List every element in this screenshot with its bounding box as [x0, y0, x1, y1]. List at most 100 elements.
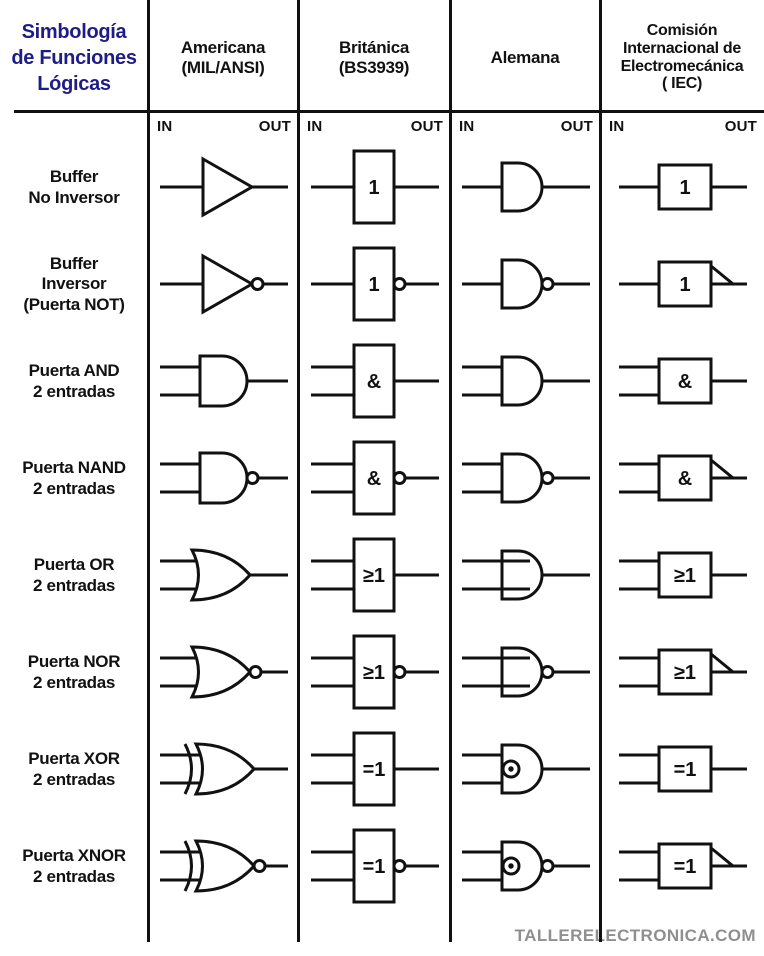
header-line: Británica	[338, 37, 410, 57]
row-label-line: 2 entradas	[32, 575, 116, 595]
io-label-in: IN	[307, 117, 323, 135]
header-col-americana: Americana (MIL/ANSI)	[148, 0, 298, 113]
gate-symbol-svg	[160, 451, 288, 505]
header-col-iec: Comisión Internacional de Electromecánic…	[600, 0, 764, 113]
header-line: Americana	[180, 37, 266, 57]
gate-symbol-svg	[160, 253, 288, 315]
symbol-cell-alemana-xor	[450, 721, 600, 818]
gate-symbol-svg: =1	[311, 731, 439, 807]
io-band-spacer	[0, 113, 148, 139]
gate-symbol-svg: ≥1	[619, 551, 747, 599]
gate-symbol-svg: 1	[311, 246, 439, 322]
io-band-americana: IN OUT	[148, 113, 298, 139]
row-label-line: (Puerta NOT)	[23, 294, 125, 314]
symbol-cell-alemana-buffer	[450, 139, 600, 236]
row-label-line: Puerta AND	[28, 361, 120, 381]
header-line: (MIL/ANSI)	[181, 57, 265, 77]
symbol-cell-americana-or	[148, 527, 298, 624]
svg-text:≥1: ≥1	[363, 565, 385, 587]
symbol-cell-americana-xor	[148, 721, 298, 818]
io-band-alemana: IN OUT	[450, 113, 600, 139]
gate-symbol-svg	[462, 355, 590, 407]
io-label-in: IN	[459, 117, 475, 135]
symbol-cell-iec-buffer: 1	[600, 139, 764, 236]
row-label-line: 2 entradas	[32, 866, 116, 886]
header-line: Internacional de	[623, 39, 741, 57]
gate-symbol-svg: &	[619, 454, 747, 502]
gate-symbol-svg	[160, 156, 288, 218]
header-line: ( IEC)	[662, 75, 702, 93]
gate-symbol-svg: 1	[311, 149, 439, 225]
symbol-cell-iec-nor: ≥1	[600, 624, 764, 721]
row-label-or: Puerta OR 2 entradas	[0, 527, 148, 624]
row-label-xnor: Puerta XNOR 2 entradas	[0, 818, 148, 915]
symbol-cell-alemana-xnor	[450, 818, 600, 915]
symbol-cell-alemana-or	[450, 527, 600, 624]
row-label-line: Puerta XNOR	[22, 846, 126, 866]
svg-text:=1: =1	[363, 759, 386, 781]
row-label-line: Puerta NAND	[22, 458, 126, 478]
symbol-cell-alemana-and	[450, 333, 600, 430]
io-label-out: OUT	[410, 117, 443, 135]
symbol-cell-americana-nor	[148, 624, 298, 721]
gate-symbol-svg	[462, 549, 590, 601]
symbol-cell-americana-and	[148, 333, 298, 430]
symbol-cell-iec-or: ≥1	[600, 527, 764, 624]
symbol-cell-americana-buffer	[148, 139, 298, 236]
symbol-cell-alemana-not	[450, 236, 600, 333]
symbol-cell-americana-xnor	[148, 818, 298, 915]
svg-text:&: &	[678, 371, 692, 393]
gate-symbol-svg: &	[311, 440, 439, 516]
gate-symbol-svg: 1	[619, 163, 747, 211]
page-title: Simbología de Funciones Lógicas	[0, 0, 148, 113]
row-label-line: No Inversor	[28, 187, 120, 207]
gate-symbol-svg: =1	[619, 745, 747, 793]
gate-symbol-svg: &	[311, 343, 439, 419]
svg-text:=1: =1	[363, 856, 386, 878]
symbol-cell-britanica-or: ≥1	[298, 527, 450, 624]
symbol-cell-iec-and: &	[600, 333, 764, 430]
io-label-out: OUT	[560, 117, 593, 135]
row-label-line: 2 entradas	[32, 381, 116, 401]
row-label-line: Puerta XOR	[28, 749, 120, 769]
gate-symbol-svg	[160, 548, 288, 602]
row-label-line: 2 entradas	[32, 672, 116, 692]
row-label-and: Puerta AND 2 entradas	[0, 333, 148, 430]
row-label-line: Buffer	[49, 253, 99, 273]
symbol-cell-britanica-xnor: =1	[298, 818, 450, 915]
svg-text:1: 1	[368, 274, 379, 296]
gate-symbol-svg	[160, 354, 288, 408]
column-divider	[147, 0, 150, 942]
gate-symbol-svg	[160, 742, 288, 796]
header-line: Electromecánica	[620, 57, 744, 75]
gate-symbol-svg	[462, 452, 590, 504]
header-divider	[14, 110, 764, 113]
svg-text:≥1: ≥1	[674, 565, 696, 587]
header-line: (BS3939)	[338, 57, 410, 77]
symbol-cell-britanica-and: &	[298, 333, 450, 430]
svg-text:≥1: ≥1	[674, 662, 696, 684]
row-label-line: Inversor	[41, 274, 107, 294]
svg-text:&: &	[367, 468, 381, 490]
row-label-nand: Puerta NAND 2 entradas	[0, 430, 148, 527]
io-band-iec: IN OUT	[600, 113, 764, 139]
header-line: Alemana	[490, 47, 560, 67]
svg-text:≥1: ≥1	[363, 662, 385, 684]
io-label-in: IN	[609, 117, 625, 135]
watermark-text: TALLERELECTRONICA.COM	[514, 925, 756, 945]
header-col-alemana: Alemana	[450, 0, 600, 113]
watermark-credit: TALLERELECTRONICA.COM	[0, 915, 764, 956]
row-label-line: Puerta NOR	[27, 652, 121, 672]
symbol-cell-americana-nand	[148, 430, 298, 527]
gate-symbol-svg: 1	[619, 260, 747, 308]
symbol-cell-iec-not: 1	[600, 236, 764, 333]
symbol-cell-britanica-xor: =1	[298, 721, 450, 818]
page-title-line: Simbología	[21, 20, 127, 43]
gate-symbol-svg	[160, 839, 288, 893]
symbol-cell-americana-not	[148, 236, 298, 333]
symbology-grid: Simbología de Funciones Lógicas American…	[0, 0, 764, 915]
svg-text:&: &	[367, 371, 381, 393]
column-divider	[599, 0, 602, 942]
row-label-nor: Puerta NOR 2 entradas	[0, 624, 148, 721]
gate-symbol-svg	[462, 258, 590, 310]
